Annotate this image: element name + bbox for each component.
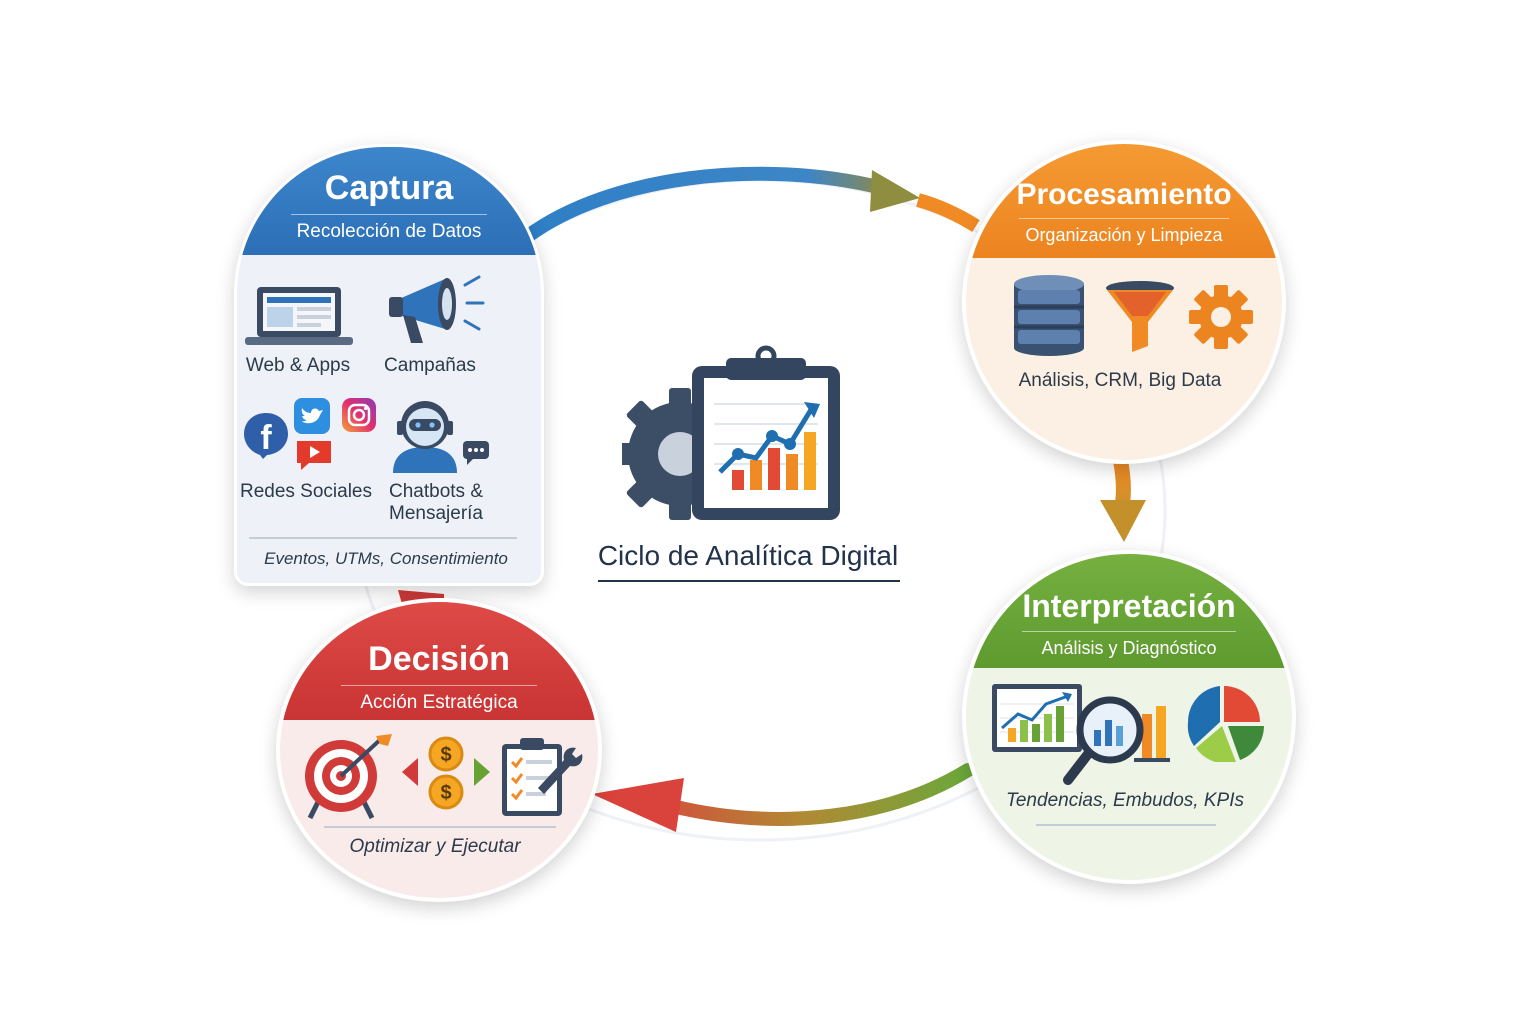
stage-interpretacion-title: Interpretación bbox=[1022, 588, 1236, 624]
interpretacion-caption: Tendencias, Embudos, KPIs bbox=[1006, 790, 1244, 811]
pie-chart-icon bbox=[1187, 686, 1264, 762]
instagram-icon bbox=[342, 398, 376, 432]
interpretacion-divider bbox=[1036, 824, 1216, 826]
stage-interpretacion-header: Interpretación Análisis y Diagnóstico bbox=[966, 554, 1292, 668]
captura-footer: Eventos, UTMs, Consentimiento bbox=[264, 549, 508, 568]
stage-decision-subtitle: Acción Estratégica bbox=[360, 692, 518, 713]
twitter-icon bbox=[294, 398, 330, 434]
stage-captura: Captura Recolección de Datos Web & Apps … bbox=[234, 144, 544, 586]
captura-divider bbox=[249, 537, 517, 539]
procesamiento-caption: Análisis, CRM, Big Data bbox=[1018, 370, 1222, 391]
stage-captura-header-rule bbox=[291, 214, 487, 215]
youtube-icon bbox=[297, 441, 331, 470]
captura-item-redes-sociales: Redes Sociales bbox=[239, 481, 373, 502]
stage-captura-title: Captura bbox=[324, 169, 454, 207]
magnifier-icon bbox=[1063, 696, 1170, 785]
funnel-icon bbox=[1106, 281, 1174, 352]
arrow-head-red bbox=[592, 778, 684, 832]
chatbot-icon bbox=[393, 401, 489, 473]
facebook-icon: f bbox=[244, 413, 288, 459]
svg-text:$: $ bbox=[440, 744, 451, 766]
stage-decision-header-rule bbox=[341, 685, 537, 686]
center-title: Ciclo de Analítica Digital bbox=[597, 540, 899, 571]
target-icon bbox=[305, 734, 392, 820]
arrow-interpretacion-decision bbox=[665, 763, 975, 826]
arrow-head-blue bbox=[870, 170, 920, 212]
stage-interpretacion: Interpretación Análisis y Diagnóstico Te… bbox=[962, 550, 1296, 884]
laptop-icon bbox=[245, 287, 353, 345]
arrow-head-orange bbox=[1100, 500, 1146, 542]
captura-item-web-apps: Web & Apps bbox=[245, 355, 351, 376]
svg-text:f: f bbox=[260, 419, 272, 457]
stage-procesamiento-title: Procesamiento bbox=[1016, 178, 1232, 211]
megaphone-icon bbox=[389, 275, 485, 343]
stage-decision: Decisión Acción Estratégica $ $ Optimiza… bbox=[276, 598, 602, 902]
captura-item-chatbots: Chatbots & bbox=[389, 481, 483, 502]
arrow-captura-procesamiento bbox=[521, 166, 889, 243]
decision-divider bbox=[324, 826, 556, 828]
captura-item-mensajeria: Mensajería bbox=[389, 503, 483, 524]
arrow-procesamiento-interpretacion bbox=[1112, 450, 1131, 514]
stage-decision-header: Decisión Acción Estratégica bbox=[280, 602, 598, 720]
center-title-underline bbox=[598, 580, 900, 582]
stage-procesamiento-subtitle: Organización y Limpieza bbox=[1025, 225, 1223, 245]
svg-text:$: $ bbox=[440, 782, 451, 804]
stage-procesamiento: Procesamiento Organización y Limpieza bbox=[962, 140, 1286, 464]
gear-icon bbox=[1189, 285, 1253, 349]
checklist-icon bbox=[502, 738, 583, 816]
stage-interpretacion-subtitle: Análisis y Diagnóstico bbox=[1041, 638, 1217, 658]
clipboard-chart-icon bbox=[622, 345, 840, 520]
stage-captura-subtitle: Recolección de Datos bbox=[296, 221, 482, 242]
decision-caption: Optimizar y Ejecutar bbox=[349, 836, 521, 857]
chart-board-icon bbox=[992, 684, 1082, 752]
stage-captura-header: Captura Recolección de Datos bbox=[237, 147, 541, 255]
stage-procesamiento-header: Procesamiento Organización y Limpieza bbox=[966, 144, 1282, 258]
captura-item-campanas: Campañas bbox=[384, 355, 476, 376]
database-icon bbox=[1014, 275, 1084, 356]
stage-decision-title: Decisión bbox=[368, 640, 510, 678]
stage-procesamiento-header-rule bbox=[1019, 218, 1229, 219]
money-exchange-icon: $ $ bbox=[402, 736, 490, 810]
stage-interpretacion-header-rule bbox=[1022, 631, 1236, 632]
